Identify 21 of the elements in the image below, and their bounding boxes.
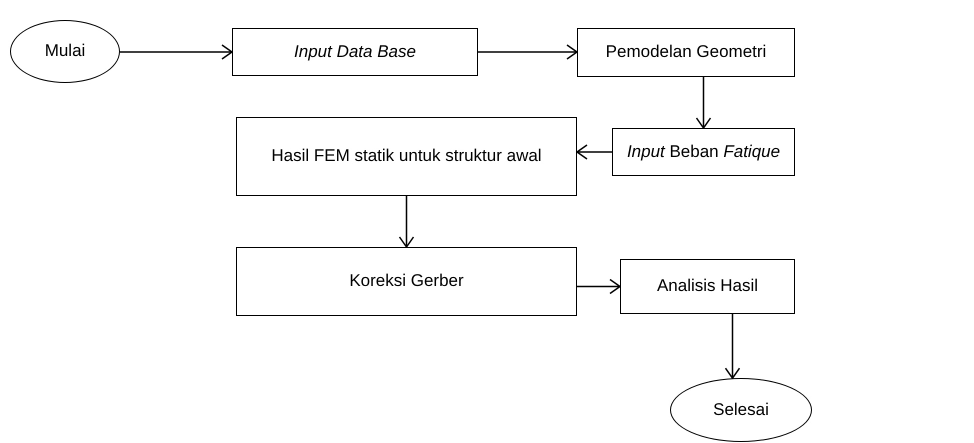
- arrow: [577, 278, 621, 294]
- node-label: Selesai: [712, 398, 770, 421]
- process-box: [620, 259, 795, 314]
- arrow: [696, 77, 712, 129]
- arrow: [576, 144, 612, 160]
- node-label: Input Beban Fatique: [626, 140, 782, 163]
- process-box: [612, 128, 795, 176]
- arrow: [478, 44, 578, 60]
- node-label: Koreksi Gerber: [348, 270, 465, 292]
- node-label: Pemodelan Geometri: [604, 41, 768, 64]
- process-box: [232, 28, 478, 76]
- arrow: [120, 44, 233, 60]
- process-box: [577, 28, 795, 77]
- node-label: Input Data Base: [293, 40, 417, 63]
- process-box: [236, 247, 577, 316]
- node-label: Mulai: [44, 40, 86, 62]
- node-label: Analisis Hasil: [656, 275, 760, 298]
- arrow: [398, 196, 414, 248]
- arrow: [724, 314, 740, 379]
- node-label: Hasil FEM statik untuk struktur awal: [270, 145, 543, 168]
- process-box: [236, 117, 577, 196]
